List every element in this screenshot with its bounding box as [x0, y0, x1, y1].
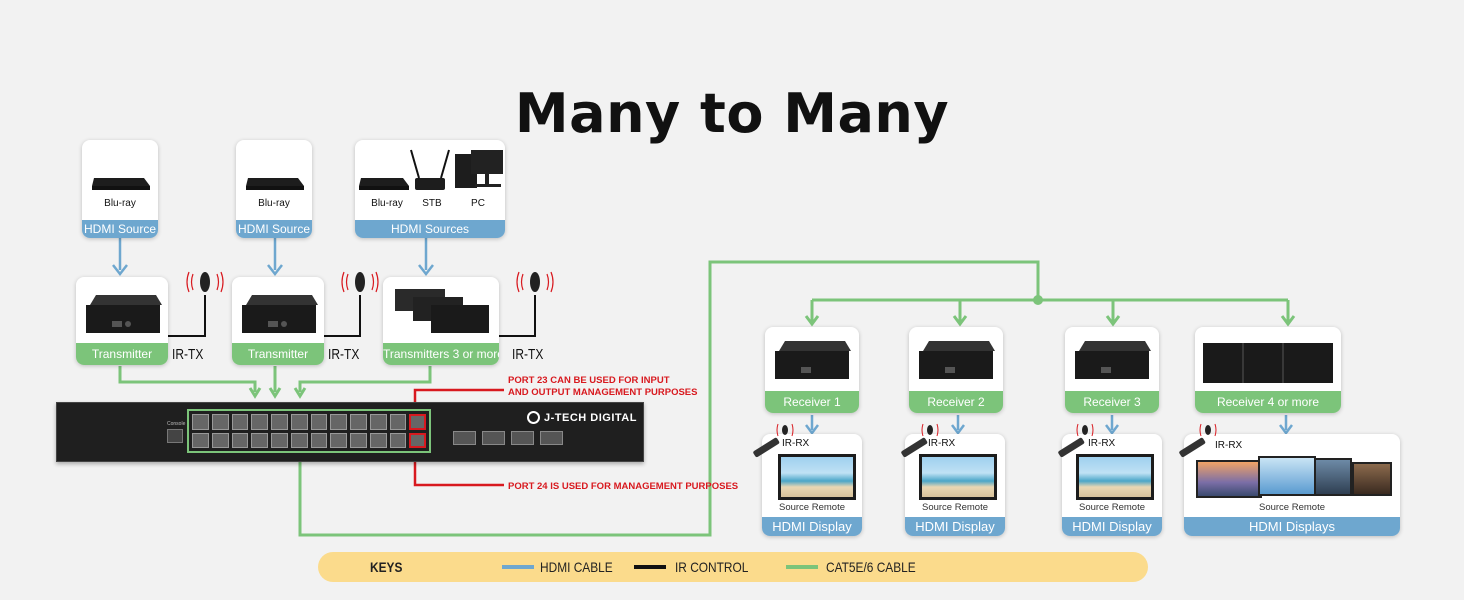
source-caption: HDMI Sources	[355, 220, 505, 238]
source-caption: HDMI Source	[236, 220, 312, 238]
hdmi-source-card-2: Blu-ray HDMI Source	[236, 140, 312, 238]
receiver-card-3: Receiver 3	[1065, 327, 1159, 413]
receiver-label: Receiver 2	[909, 391, 1003, 413]
transmitter-label: Transmitter	[76, 343, 168, 365]
port23-note: PORT 23 CAN BE USED FOR INPUT AND OUTPUT…	[508, 375, 697, 399]
brand-logo: J-TECH DIGITAL	[527, 411, 637, 424]
pc-icon	[455, 150, 503, 188]
display-caption: HDMI Displays	[1184, 517, 1400, 536]
stb-router-icon	[410, 149, 450, 190]
receiver-label: Receiver 3	[1065, 391, 1159, 413]
port24-note: PORT 24 IS USED FOR MANAGEMENT PURPOSES	[508, 481, 739, 492]
page-title: Many to Many	[514, 82, 950, 145]
brand-name: J-TECH DIGITAL	[544, 411, 637, 424]
display-caption: HDMI Display	[762, 517, 862, 536]
hdmi-sources-card-3: Blu-ray STB PC HDMI Sources	[355, 140, 505, 238]
device-label: PC	[471, 198, 485, 209]
tv-screen-image	[919, 454, 997, 500]
receiver-device-icon	[775, 341, 851, 379]
cat-cable-swatch	[786, 565, 818, 569]
jtech-logo-icon	[527, 411, 540, 424]
display-card-4: Source Remote HDMI Displays	[1184, 434, 1400, 536]
transmitter-device-icon	[86, 295, 162, 333]
sources-icons	[359, 149, 503, 190]
tv-screen-image	[778, 454, 856, 500]
transmitter-device-icon	[242, 295, 318, 333]
ir-control-swatch	[634, 565, 666, 569]
display-caption: HDMI Display	[905, 517, 1005, 536]
ir-rx-label: IR-RX	[928, 438, 956, 449]
device-label: Blu-ray	[258, 198, 290, 209]
receiver-card-4: Receiver 4 or more	[1195, 327, 1341, 413]
receiver-label: Receiver 1	[765, 391, 859, 413]
transmitter-label: Transmitters 3 or more	[383, 343, 499, 365]
source-remote-label: Source Remote	[1078, 502, 1145, 513]
console-port	[167, 429, 183, 443]
transmitter-card-2: Transmitter	[232, 277, 324, 365]
transmitters-stack-icon	[395, 289, 489, 333]
source-remote-label: Source Remote	[1258, 502, 1325, 513]
receiver-device-icon	[919, 341, 995, 379]
tv-screen-image	[1076, 454, 1154, 500]
ir-tx-label: IR-TX	[172, 346, 204, 363]
ir-control-label: IR CONTROL	[675, 559, 749, 575]
receiver-card-2: Receiver 2	[909, 327, 1003, 413]
network-switch: Console J-TECH DIGITAL	[56, 402, 644, 462]
display-card-1: Source Remote HDMI Display	[762, 434, 862, 536]
transmitter-card-1: Transmitter	[76, 277, 168, 365]
ir-rx-label: IR-RX	[1088, 438, 1116, 449]
receiver-device-icon	[1075, 341, 1151, 379]
console-port-label: Console	[167, 421, 186, 427]
display-card-3: Source Remote HDMI Display	[1062, 434, 1162, 536]
receiver-label: Receiver 4 or more	[1195, 391, 1341, 413]
source-caption: HDMI Source	[82, 220, 158, 238]
tv-screens-image	[1196, 452, 1392, 500]
display-caption: HDMI Display	[1062, 517, 1162, 536]
hdmi-cables	[112, 238, 1293, 436]
port23-note-line2: AND OUTPUT MANAGEMENT PURPOSES	[508, 387, 698, 398]
source-remote-label: Source Remote	[778, 502, 845, 513]
receiver-card-1: Receiver 1	[765, 327, 859, 413]
hdmi-source-card-1: Blu-ray HDMI Source	[82, 140, 158, 238]
hdmi-cable-label: HDMI CABLE	[540, 559, 613, 575]
keys-title: KEYS	[370, 559, 403, 575]
port23-note-line1: PORT 23 CAN BE USED FOR INPUT	[508, 375, 670, 386]
bluray-player-icon	[246, 178, 304, 190]
transmitter-card-3: Transmitters 3 or more	[383, 277, 499, 365]
ir-tx-label: IR-TX	[512, 346, 544, 363]
device-label: Blu-ray	[371, 198, 403, 209]
bluray-player-icon	[359, 178, 409, 190]
cat-cable-label: CAT5E/6 CABLE	[826, 559, 916, 575]
ir-tx-label: IR-TX	[328, 346, 360, 363]
receivers-stack-icon	[1203, 343, 1333, 383]
sfp-ports	[453, 431, 563, 445]
ethernet-ports	[187, 409, 431, 453]
source-remote-label: Source Remote	[921, 502, 988, 513]
device-label: STB	[422, 198, 442, 209]
device-label: Blu-ray	[104, 198, 136, 209]
ir-rx-label: IR-RX	[1215, 440, 1243, 451]
transmitter-label: Transmitter	[232, 343, 324, 365]
hdmi-cable-swatch	[502, 565, 534, 569]
cat-cables	[118, 260, 1296, 537]
keys-legend	[318, 552, 1148, 582]
bluray-player-icon	[92, 178, 150, 190]
ir-rx-label: IR-RX	[782, 438, 810, 449]
display-card-2: Source Remote HDMI Display	[905, 434, 1005, 536]
